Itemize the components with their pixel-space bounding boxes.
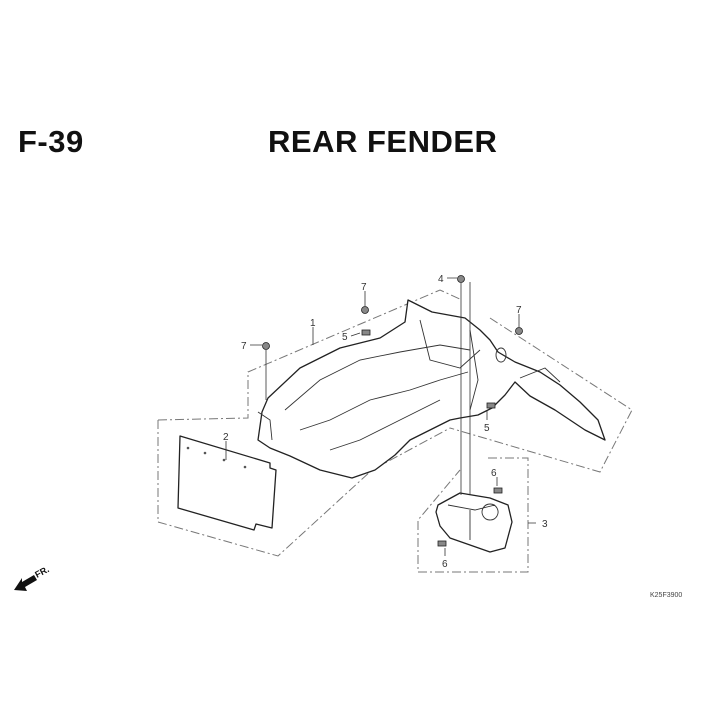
figure-code: F-39 <box>18 124 84 159</box>
callout-nut-lower: 6 <box>442 559 448 570</box>
callout-bolt-top-right: 7 <box>516 305 522 316</box>
assembly-outline-right <box>449 317 633 473</box>
callout-bracket: 3 <box>542 519 548 530</box>
bracket-part[interactable] <box>435 492 513 553</box>
callout-clip-left: 5 <box>342 332 348 343</box>
callout-rear-fender: 1 <box>310 318 316 329</box>
bolt-icon <box>262 275 523 547</box>
callout-bolt-top-left: 7 <box>361 282 367 293</box>
diagram-code: K25F3900 <box>650 592 682 599</box>
leader-lines <box>225 277 536 556</box>
callout-clip-right: 5 <box>484 423 490 434</box>
bracket-outline <box>417 457 529 573</box>
callout-license-plate-base: 2 <box>223 432 229 443</box>
callout-nut-upper: 6 <box>491 468 497 479</box>
front-direction-label: FR. <box>33 564 50 580</box>
front-direction-arrow-icon <box>14 575 37 591</box>
license-plate-base-part[interactable] <box>177 435 277 531</box>
callout-bolt-top-center: 4 <box>438 274 444 285</box>
rear-fender-part[interactable] <box>257 299 606 479</box>
page-title: REAR FENDER <box>268 124 498 159</box>
assembly-outline-left <box>157 289 463 557</box>
callout-bolt-left: 7 <box>241 341 247 352</box>
